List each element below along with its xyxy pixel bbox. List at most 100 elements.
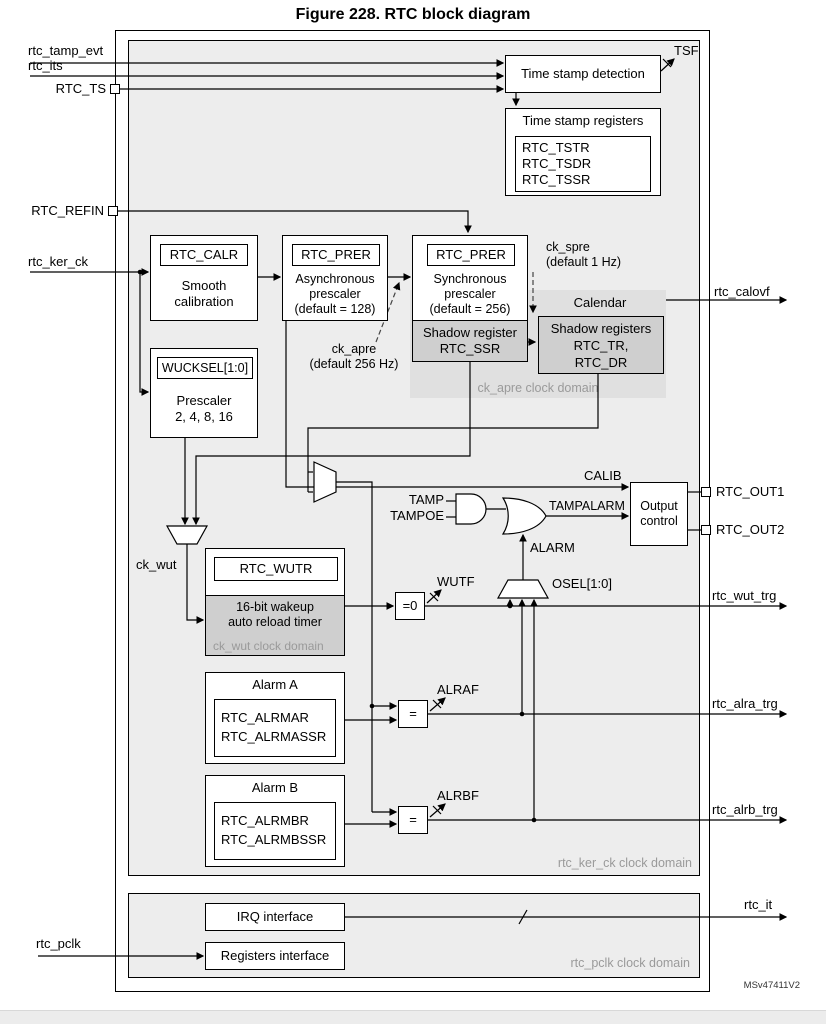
reg-rtc-wutr: RTC_WUTR xyxy=(214,557,338,581)
label-rtc-out1: RTC_OUT1 xyxy=(716,484,785,499)
pin-rtc-ts xyxy=(110,84,120,94)
reg-rtc-alrmbr: RTC_ALRMBR xyxy=(221,813,309,828)
output-logic-wires xyxy=(285,321,701,580)
block-alarm-a: Alarm A RTC_ALRMAR RTC_ALRMASSR xyxy=(205,672,345,764)
ck-apre-line2: (default 256 Hz) xyxy=(309,357,399,371)
smooth-calibration-line1: Smooth xyxy=(181,278,227,293)
label-ck-apre: ck_apre (default 256 Hz) xyxy=(302,342,406,372)
async-prescaler-line2: prescaler xyxy=(309,287,361,301)
block-output-control: Output control xyxy=(630,482,688,546)
wakeup-timer-label: 16-bit wakeup auto reload timer xyxy=(206,600,344,630)
label-rtc-out2: RTC_OUT2 xyxy=(716,522,785,537)
time-stamp-registers-list: RTC_TSTR RTC_TSDR RTC_TSSR xyxy=(515,136,651,192)
label-alarm: ALARM xyxy=(530,540,575,555)
ck-wut-domain-label: ck_wut clock domain xyxy=(213,639,324,653)
label-rtc-refin: RTC_REFIN xyxy=(31,203,104,218)
prescaler-wires xyxy=(258,272,788,346)
reg-rtc-tssr: RTC_TSSR xyxy=(522,172,591,187)
reg-rtc-tstr: RTC_TSTR xyxy=(522,140,590,155)
label-tamp: TAMP xyxy=(408,492,444,507)
calendar-wires xyxy=(307,374,599,816)
block-smooth-calibration: RTC_CALR Smooth calibration xyxy=(150,235,258,321)
alarm-a-title: Alarm A xyxy=(252,677,298,692)
async-prescaler-label: Asynchronous prescaler (default = 128) xyxy=(283,272,387,317)
sync-prescaler-label: Synchronous prescaler (default = 256) xyxy=(413,272,527,317)
figure-title: Figure 228. RTC block diagram xyxy=(295,6,531,23)
alarm-b-registers: RTC_ALRMBR RTC_ALRMBSSR xyxy=(214,802,336,860)
block-wakeup-timer: RTC_WUTR 16-bit wakeup auto reload timer… xyxy=(205,548,345,656)
label-wutf: WUTF xyxy=(437,574,475,589)
label-rtc-it: rtc_it xyxy=(744,897,773,912)
rtc-ker-ck-domain-label: rtc_ker_ck clock domain xyxy=(557,856,692,870)
block-alarm-b: Alarm B RTC_ALRMBR RTC_ALRMBSSR xyxy=(205,775,345,867)
and-gate xyxy=(455,493,487,525)
pin-rtc-out1 xyxy=(701,487,711,497)
reg-rtc-tsdr: RTC_TSDR xyxy=(522,156,592,171)
block-time-stamp-registers: Time stamp registers RTC_TSTR RTC_TSDR R… xyxy=(505,108,661,196)
calendar-shadow-line3: RTC_DR xyxy=(574,355,628,370)
reg-rtc-prer-async: RTC_PRER xyxy=(292,244,380,266)
reg-rtc-calr: RTC_CALR xyxy=(160,244,248,266)
sync-prescaler-line2: prescaler xyxy=(444,287,496,301)
calendar-shadow-line2: RTC_TR, xyxy=(573,338,629,353)
block-registers-interface: Registers interface xyxy=(205,942,345,970)
label-rtc-alra-trg: rtc_alra_trg xyxy=(712,696,778,711)
label-rtc-ts: RTC_TS xyxy=(55,81,106,96)
pin-rtc-refin xyxy=(108,206,118,216)
label-rtc-pclk: rtc_pclk xyxy=(36,936,81,951)
ck-spre-line1: ck_spre xyxy=(546,240,590,254)
calendar-shadow-line1: Shadow registers xyxy=(550,321,652,336)
ck-apre-line1: ck_apre xyxy=(331,342,377,356)
reg-rtc-alrmar: RTC_ALRMAR xyxy=(221,710,309,725)
interface-wires xyxy=(38,909,788,960)
wakeup-wires xyxy=(181,361,788,624)
label-rtc-its: rtc_its xyxy=(28,58,63,73)
label-rtc-tamp-evt: rtc_tamp_evt xyxy=(28,43,104,58)
comparator-alarm-b: = xyxy=(398,806,428,834)
label-ck-wut: ck_wut xyxy=(136,557,177,572)
or-gate xyxy=(501,497,547,535)
wucksel-label: Prescaler 2, 4, 8, 16 xyxy=(151,393,257,425)
label-rtc-alrb-trg: rtc_alrb_trg xyxy=(712,802,778,817)
bypshad-mux xyxy=(313,461,337,503)
page-bottom-strip xyxy=(0,1010,826,1024)
rtc-pclk-domain-label: rtc_pclk clock domain xyxy=(570,956,691,970)
reg-rtc-alrmassr: RTC_ALRMASSR xyxy=(221,729,327,744)
pin-rtc-out2 xyxy=(701,525,711,535)
label-ck-spre: ck_spre (default 1 Hz) xyxy=(546,240,638,270)
label-tampoe: TAMPOE xyxy=(390,508,444,523)
reg-rtc-alrmbssr: RTC_ALRMBSSR xyxy=(221,832,327,847)
label-osel: OSEL[1:0] xyxy=(552,576,612,591)
label-calib: CALIB xyxy=(584,468,622,483)
sync-prescaler-line3: (default = 256) xyxy=(429,302,511,316)
block-wucksel-prescaler: WUCKSEL[1:0] Prescaler 2, 4, 8, 16 xyxy=(150,348,258,438)
smooth-calibration-line2: calibration xyxy=(174,294,234,309)
figure-watermark: MSv47411V2 xyxy=(743,980,800,991)
timestamp-flag-wire xyxy=(660,58,675,72)
time-stamp-registers-title: Time stamp registers xyxy=(522,113,644,128)
label-alraf: ALRAF xyxy=(437,682,479,697)
output-control-line1: Output xyxy=(640,499,678,513)
ssr-line1: Shadow register xyxy=(423,325,517,340)
async-prescaler-line3: (default = 128) xyxy=(294,302,376,316)
alarm-wires xyxy=(345,598,788,828)
async-prescaler-line1: Asynchronous xyxy=(295,272,375,286)
ck-spre-line2: (default 1 Hz) xyxy=(546,255,622,269)
calendar-title: Calendar xyxy=(573,295,627,310)
alarm-b-title: Alarm B xyxy=(251,780,299,795)
label-rtc-calovf: rtc_calovf xyxy=(714,284,770,299)
sync-prescaler-line1: Synchronous xyxy=(433,272,507,286)
label-tampalarm: TAMPALARM xyxy=(549,499,625,513)
block-shadow-register-ssr: Shadow register RTC_SSR xyxy=(412,320,528,362)
wucksel-line1: Prescaler xyxy=(176,393,232,408)
wakeup-timer-line1: 16-bit wakeup xyxy=(236,600,314,614)
label-tsf: TSF xyxy=(674,43,699,58)
block-irq-interface: IRQ interface xyxy=(205,903,345,931)
wakeup-timer-gray-section: 16-bit wakeup auto reload timer ck_wut c… xyxy=(206,595,344,655)
label-rtc-wut-trg: rtc_wut_trg xyxy=(712,588,777,603)
smooth-calibration-label: Smooth calibration xyxy=(151,278,257,310)
alarm-a-registers: RTC_ALRMAR RTC_ALRMASSR xyxy=(214,699,336,757)
input-wires xyxy=(30,59,520,396)
wakeup-timer-line2: auto reload timer xyxy=(228,615,322,629)
